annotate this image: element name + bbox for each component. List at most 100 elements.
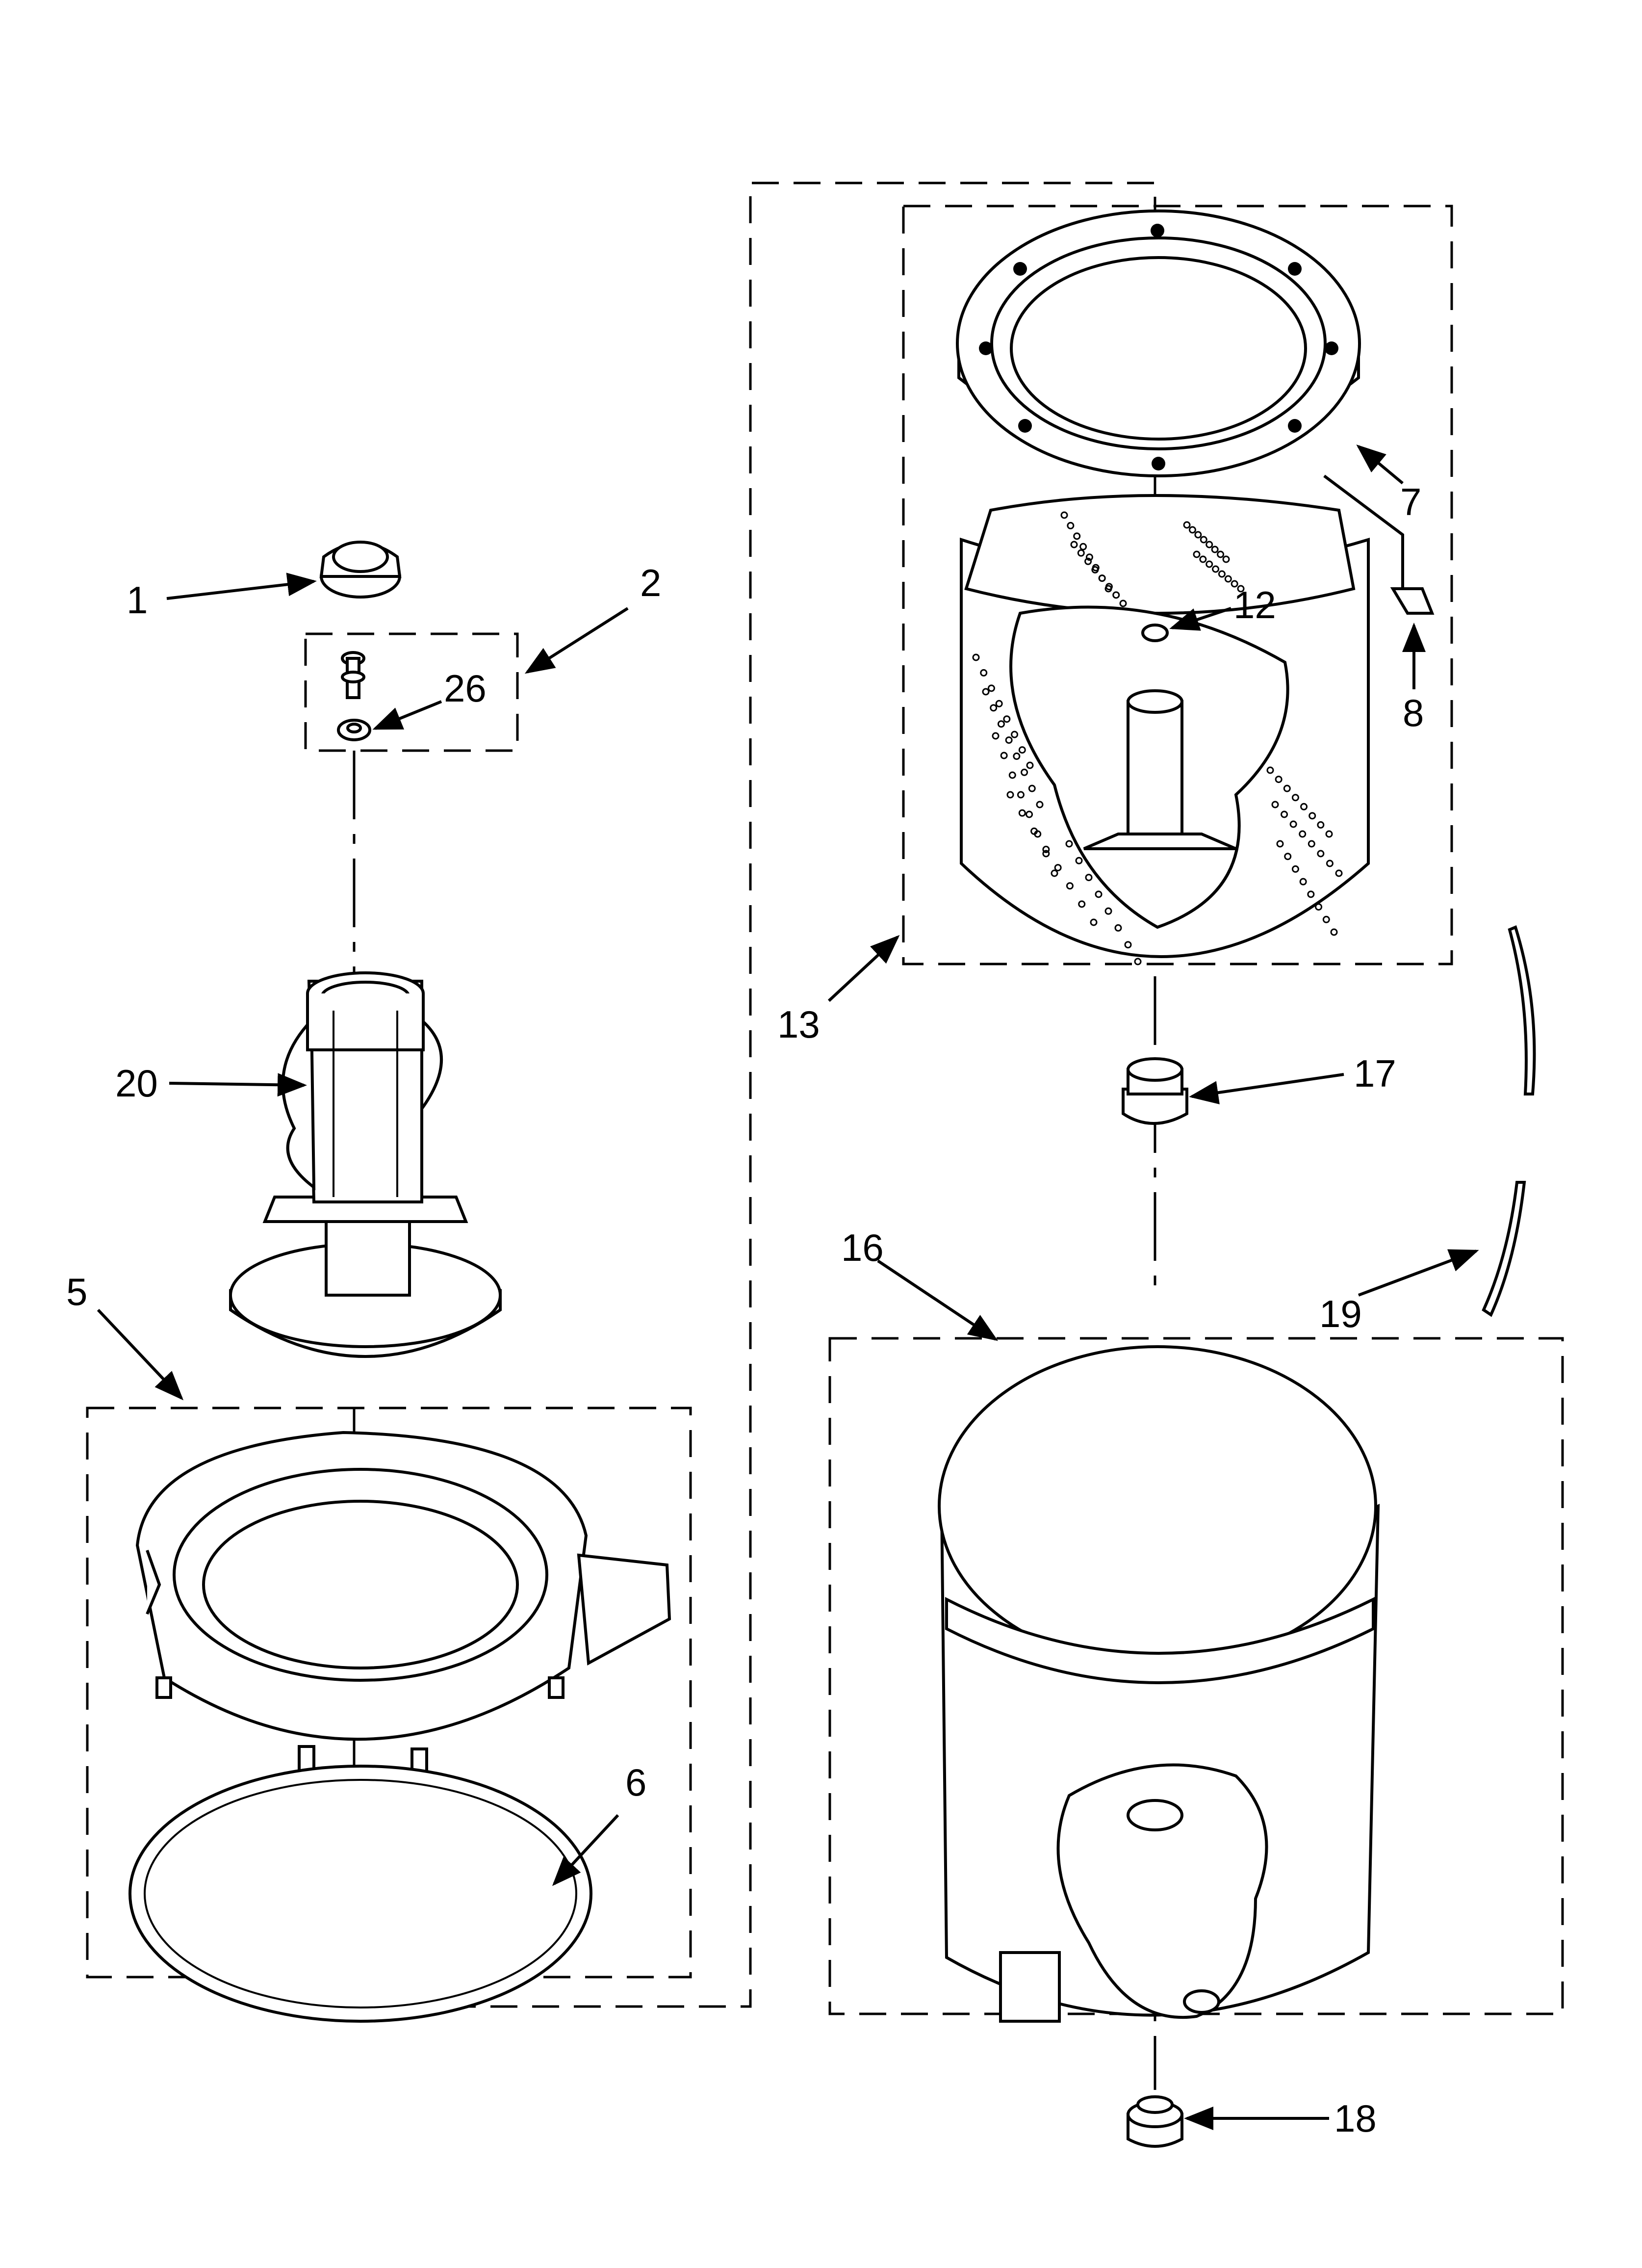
leader-1	[166, 573, 317, 600]
seal-ring-part	[128, 1765, 592, 2023]
perforation-dot	[1281, 810, 1288, 818]
callout-12: 12	[1233, 583, 1276, 626]
perforation-dot	[1017, 791, 1025, 799]
agitator-cap-part	[319, 541, 402, 599]
tub-ring-part	[135, 1431, 671, 1775]
perforation-dot	[1275, 776, 1283, 783]
perforation-dot	[1005, 736, 1013, 744]
perforation-dot	[1042, 850, 1050, 858]
perforation-dot	[995, 700, 1003, 707]
perforation-dot	[1070, 541, 1078, 548]
perforation-dot	[1289, 820, 1297, 828]
perforation-dot	[1291, 794, 1299, 802]
perforation-dot	[1000, 752, 1008, 759]
callout-5: 5	[66, 1270, 87, 1313]
callout-26: 26	[444, 667, 487, 710]
perforation-dot	[1206, 560, 1213, 568]
perforation-dot	[1018, 809, 1026, 817]
hose-part	[1482, 925, 1536, 1317]
perforation-dot	[1067, 521, 1075, 529]
perforation-dot	[1085, 874, 1093, 882]
perforation-dot	[1222, 555, 1230, 563]
perforation-dot	[1095, 890, 1103, 898]
wash-basket-part	[960, 494, 1370, 958]
perforation-dot	[1266, 766, 1274, 774]
perforation-dot	[1013, 752, 1021, 760]
callout-18: 18	[1334, 2097, 1377, 2140]
perforation-dot	[1224, 575, 1232, 583]
perforation-dot	[1066, 882, 1074, 890]
perforation-dot	[1065, 840, 1073, 848]
perforation-dot	[1193, 550, 1201, 558]
leader-12	[1169, 607, 1232, 631]
perforation-dot	[1119, 600, 1127, 607]
perforation-dot	[1206, 541, 1213, 548]
callout-8: 8	[1403, 691, 1424, 734]
washer-26-part	[337, 719, 371, 741]
leader-5	[97, 1308, 184, 1401]
perforation-dot	[1300, 803, 1308, 810]
perforation-dot	[1211, 546, 1219, 553]
perforation-dot	[1098, 574, 1106, 582]
perforation-dot	[1283, 784, 1291, 792]
callout-6: 6	[625, 1761, 646, 1804]
callout-19: 19	[1319, 1292, 1362, 1335]
leader-17	[1189, 1073, 1344, 1104]
callout-16: 16	[841, 1226, 884, 1269]
perforation-dot	[1054, 864, 1062, 872]
basket-ring-part	[956, 209, 1361, 477]
clip-part	[1323, 474, 1435, 615]
leader-2	[524, 607, 629, 674]
perforation-dot	[1112, 591, 1120, 599]
group-box-13	[902, 205, 1453, 965]
perforation-dot	[1307, 890, 1315, 898]
perforation-dot	[1276, 840, 1284, 848]
perforation-dot	[1077, 549, 1085, 557]
leader-7	[1356, 444, 1404, 485]
group-box-2	[304, 632, 519, 752]
perforation-dot	[992, 732, 1000, 740]
perforation-dot	[1036, 801, 1044, 808]
perforation-dot	[1199, 555, 1207, 563]
perforation-dot	[1091, 566, 1099, 574]
perforation-dot	[1124, 941, 1132, 949]
perforation-dot	[1079, 543, 1087, 550]
drain-plug-part	[1127, 2095, 1183, 2148]
perforation-dot	[1021, 768, 1028, 776]
leader-19	[1358, 1249, 1479, 1297]
perforation-dot	[1011, 730, 1019, 738]
perforation-dot	[1075, 857, 1083, 864]
perforation-dot	[1317, 850, 1325, 858]
perforation-dot	[1183, 521, 1191, 529]
perforation-dot	[1212, 565, 1220, 573]
perforation-dot	[1030, 827, 1038, 835]
perforation-dot	[1335, 869, 1343, 877]
agitator-part	[229, 971, 502, 1358]
leader-13	[827, 935, 900, 1002]
perforation-dot	[1194, 531, 1202, 539]
perforation-dot	[987, 684, 995, 692]
perforation-dot	[1085, 553, 1093, 561]
perforation-dot	[1073, 532, 1081, 540]
coupling-part	[1122, 1057, 1188, 1125]
perforation-dot	[1084, 557, 1092, 565]
perforation-dot	[1090, 918, 1098, 926]
perforation-dot	[1114, 924, 1122, 932]
outer-tub-part	[938, 1345, 1380, 2023]
agitator-bolt-part	[341, 651, 365, 699]
perforation-dot	[1315, 903, 1323, 911]
callout-2: 2	[640, 561, 661, 604]
perforation-dot	[1218, 570, 1226, 578]
perforation-dot	[1308, 812, 1316, 820]
callout-13: 13	[777, 1003, 820, 1046]
perforation-dot	[1003, 715, 1011, 723]
perforation-dot	[1028, 784, 1036, 792]
perforation-dot	[1018, 746, 1026, 754]
perforation-dot	[1325, 830, 1333, 838]
perforation-dot	[1291, 865, 1299, 873]
perforation-dot	[1271, 801, 1279, 808]
perforation-dot	[1326, 860, 1334, 867]
basket-perforations	[972, 511, 1343, 965]
perforation-dot	[1051, 869, 1058, 877]
